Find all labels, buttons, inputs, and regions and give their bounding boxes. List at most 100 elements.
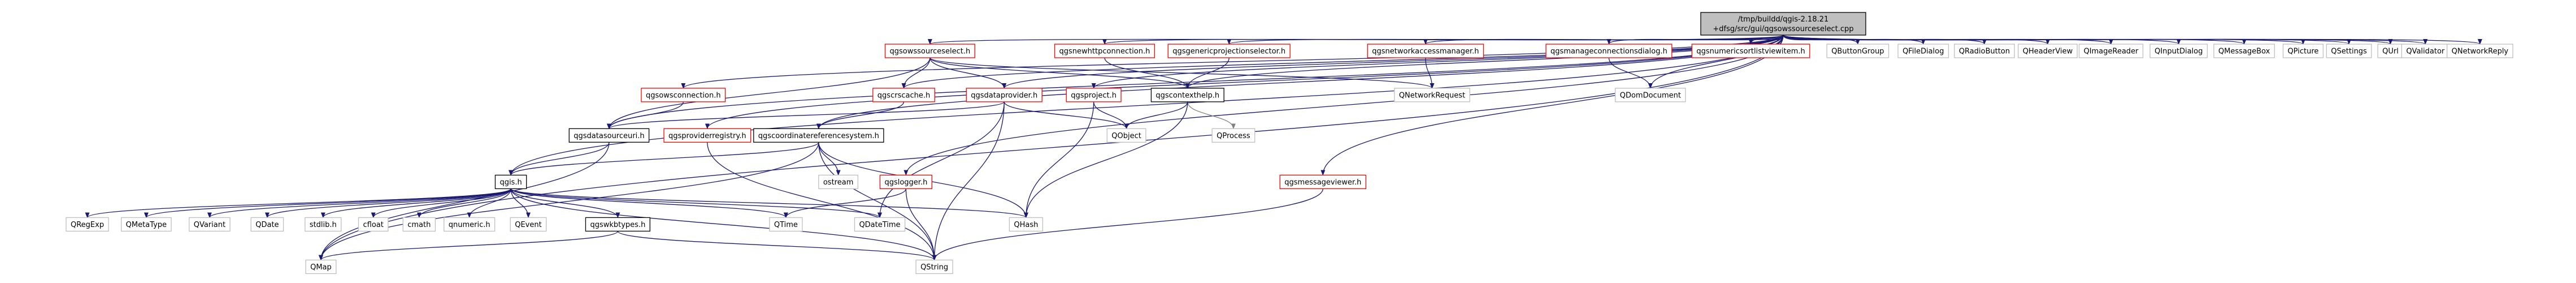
edge-qgsowsconnection_h-to-qgsdatasourceuri_h [606, 101, 684, 130]
edge-qgis_h-to-QMetaType [144, 188, 511, 218]
node-qregexp: QRegExp [66, 217, 109, 232]
edge-qgsnewhttpconnection_h-to-qgscontexthelp_h [1104, 57, 1190, 89]
node-label: qnumeric.h [449, 221, 490, 229]
node-label: qgsmanageconnectionsdialog.h [1550, 48, 1667, 56]
node-qgsnetworkaccessmanager-h[interactable]: qgsnetworkaccessmanager.h [1367, 44, 1484, 58]
node-box [1954, 44, 2015, 58]
node-box [854, 217, 906, 232]
node-box [879, 174, 932, 190]
edge-root-to-QNetworkReply [1783, 35, 2482, 45]
edge-qgsproject_h-to-QHash [1023, 101, 1094, 218]
edge-qgsdataprovider_h-to-qgsdatasourceuri_h [607, 101, 1005, 130]
edge-qgsnetworkaccessmanager_h-to-QNetworkRequest [1425, 57, 1435, 89]
node-label: qgsowssourceselect.h [889, 48, 970, 56]
node-box [663, 128, 751, 143]
edge-qgscoordinatereferencesystem_h-to-qgis_h [509, 142, 819, 176]
node-box [1279, 174, 1367, 190]
edge-root-to-qgsmanageconnectionsdialog_h [1606, 35, 1784, 45]
node-label: QDateTime [859, 221, 900, 229]
node-label: qgsnetworkaccessmanager.h [1372, 48, 1479, 56]
node-qgsnewhttpconnection-h[interactable]: qgsnewhttpconnection.h [1054, 44, 1155, 58]
node-qgsowssourceselect-h[interactable]: qgsowssourceselect.h [884, 44, 975, 58]
node-box [510, 217, 547, 232]
node-box [753, 128, 884, 143]
node-qprocess: QProcess [1211, 128, 1256, 143]
node-qhash: QHash [1009, 217, 1044, 232]
node-box [1691, 44, 1810, 58]
node-label: QHeaderView [2023, 48, 2073, 56]
node-qgsdatasourceuri-h[interactable]: qgsdatasourceuri.h [568, 128, 650, 143]
node-box [1545, 44, 1673, 58]
edge-qgsowssourceselect_h-to-QNetworkRequest [929, 57, 1435, 89]
node-label: QMessageBox [2218, 48, 2270, 56]
node-label: qgsnumericsortlistviewitem.h [1696, 48, 1805, 56]
node-box [872, 88, 935, 102]
node-qgsowsconnection-h[interactable]: qgsowsconnection.h [641, 88, 726, 102]
edge-qgis_h-to-QDateTime [510, 188, 882, 218]
node-box [2326, 44, 2372, 58]
edge-qgsdatasourceuri_h-to-QMap [318, 142, 610, 261]
node-qgsgenericprojectionselector-h[interactable]: qgsgenericprojectionselector.h [1167, 44, 1291, 58]
node-qgsproviderregistry-h[interactable]: qgsproviderregistry.h [663, 128, 751, 143]
node-qgsnumericsortlistviewitem-h[interactable]: qgsnumericsortlistviewitem.h [1691, 44, 1810, 58]
node-qgswkbtypes-h[interactable]: qgswkbtypes.h [585, 217, 650, 232]
node-box [1211, 128, 1256, 143]
edge-qgsmanageconnectionsdialog_h-to-QDomDocument [1608, 57, 1653, 89]
edge-root-to-qgslogger_h [903, 35, 1784, 176]
edge-qgsowssourceselect_h-to-qgsdataprovider_h [929, 57, 1007, 89]
node-label: qgsdataprovider.h [971, 91, 1037, 100]
node-qinputdialog: QInputDialog [2149, 44, 2208, 58]
node-qgsmanageconnectionsdialog-h[interactable]: qgsmanageconnectionsdialog.h [1545, 44, 1673, 58]
node-qmap: QMap [305, 259, 337, 275]
node-qurl: QUrl [2377, 44, 2404, 58]
node-qgis-h[interactable]: qgis.h [494, 174, 527, 190]
node-box [568, 128, 650, 143]
edge-qgis_h-to-QHash [510, 188, 1028, 218]
edge-qgis_h-to-QString [510, 188, 937, 261]
node-label: QRadioButton [1959, 48, 2010, 56]
node-box [66, 217, 109, 232]
node-qgscoordinatereferencesystem-h[interactable]: qgscoordinatereferencesystem.h [753, 128, 884, 143]
edge-root-to-qgsdataprovider_h [1002, 35, 1784, 89]
edge-root-to-QMap [319, 35, 1784, 261]
node-qgsdataprovider-h[interactable]: qgsdataprovider.h [966, 88, 1042, 102]
node-box [966, 88, 1042, 102]
node-box [1367, 44, 1484, 58]
edge-qgis_h-to-QDate [265, 188, 511, 218]
node-qnumeric-h: qnumeric.h [444, 217, 496, 232]
edge-qgis_h-to-qgswkbtypes_h [510, 188, 620, 218]
edge-qgswkbtypes_h-to-QString [617, 230, 937, 261]
node-qgsproject-h[interactable]: qgsproject.h [1066, 88, 1122, 102]
node-qsettings: QSettings [2326, 44, 2372, 58]
node-qgscrscache-h[interactable]: qgscrscache.h [872, 88, 935, 102]
node-label: qgscontexthelp.h [1155, 91, 1219, 100]
root-node[interactable]: /tmp/buildd/qgis-2.18.21 +dfsg/src/gui/q… [1700, 12, 1866, 36]
node-box [884, 44, 975, 58]
node-label: QUrl [2382, 48, 2399, 56]
node-label: qgis.h [499, 178, 522, 187]
node-label: QEvent [515, 221, 541, 229]
edge-qgsgenericprojectionselector_h-to-qgscontexthelp_h [1185, 57, 1230, 89]
node-box [189, 217, 231, 232]
node-qmetatype: QMetaType [121, 217, 172, 232]
node-qnetworkrequest: QNetworkRequest [1394, 88, 1470, 102]
node-box [1167, 44, 1291, 58]
node-label: qgscoordinatereferencesystem.h [758, 132, 879, 140]
node-label: QNetworkReply [2452, 48, 2509, 56]
node-label: QButtonGroup [1831, 48, 1884, 56]
node-label: QInputDialog [2154, 48, 2203, 56]
node-qgsmessageviewer-h[interactable]: qgsmessageviewer.h [1279, 174, 1367, 190]
node-box [1054, 44, 1155, 58]
node-qgscontexthelp-h[interactable]: qgscontexthelp.h [1150, 88, 1224, 102]
node-box [1066, 88, 1122, 102]
node-qgslogger-h[interactable]: qgslogger.h [879, 174, 932, 190]
edge-layer [85, 35, 2482, 261]
node-ostream: ostream [818, 174, 859, 190]
edge-qgsdataprovider_h-to-QDateTime [878, 101, 1005, 218]
node-box [2078, 44, 2144, 58]
node-label: qgsnewhttpconnection.h [1059, 48, 1150, 56]
node-box [494, 174, 527, 190]
edge-qgsmessageviewer_h-to-QString [932, 188, 1323, 261]
edge-qgis_h-to-QEvent [510, 188, 531, 218]
edge-qgis_h-to-cmath [416, 188, 511, 218]
